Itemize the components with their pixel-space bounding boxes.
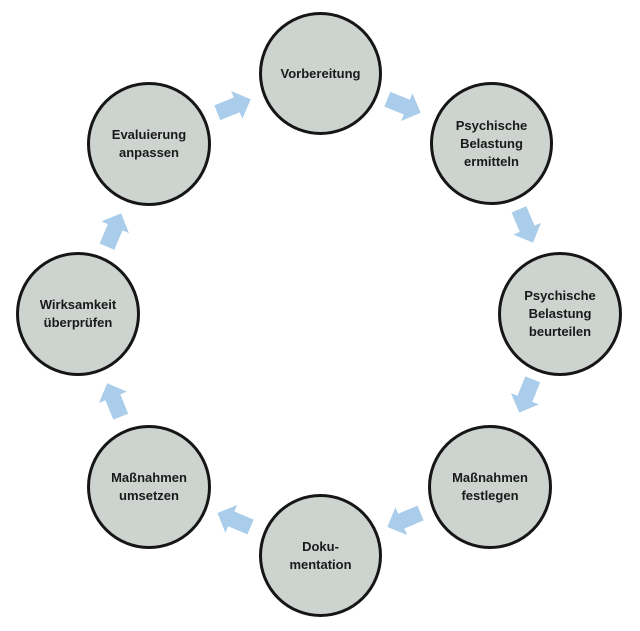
step-label: Doku- mentation [289, 538, 352, 572]
step-vorbereitung: Vorbereitung [259, 12, 382, 135]
step-wirksamkeit-ueberpruefen: Wirksamkeit überprüfen [16, 252, 140, 376]
step-label: Maßnahmen umsetzen [111, 470, 187, 503]
step-label: Psychische Belastung ermitteln [455, 117, 528, 169]
step-dokumentation: Doku- mentation [259, 494, 382, 617]
step-label: Maßnahmen festlegen [452, 470, 528, 503]
step-label: Wirksamkeit überprüfen [39, 297, 117, 330]
step-label: Evaluierung anpassen [111, 127, 187, 160]
step-label: Vorbereitung [280, 65, 361, 81]
step-psychische-belastung-ermitteln: Psychische Belastung ermitteln [430, 82, 553, 205]
step-massnahmen-umsetzen: Maßnahmen umsetzen [87, 425, 211, 549]
step-label: Psychische Belastung beurteilen [524, 288, 596, 339]
step-psychische-belastung-beurteilen: Psychische Belastung beurteilen [498, 252, 622, 376]
step-evaluierung-anpassen: Evaluierung anpassen [87, 82, 211, 206]
step-massnahmen-festlegen: Maßnahmen festlegen [428, 425, 552, 549]
